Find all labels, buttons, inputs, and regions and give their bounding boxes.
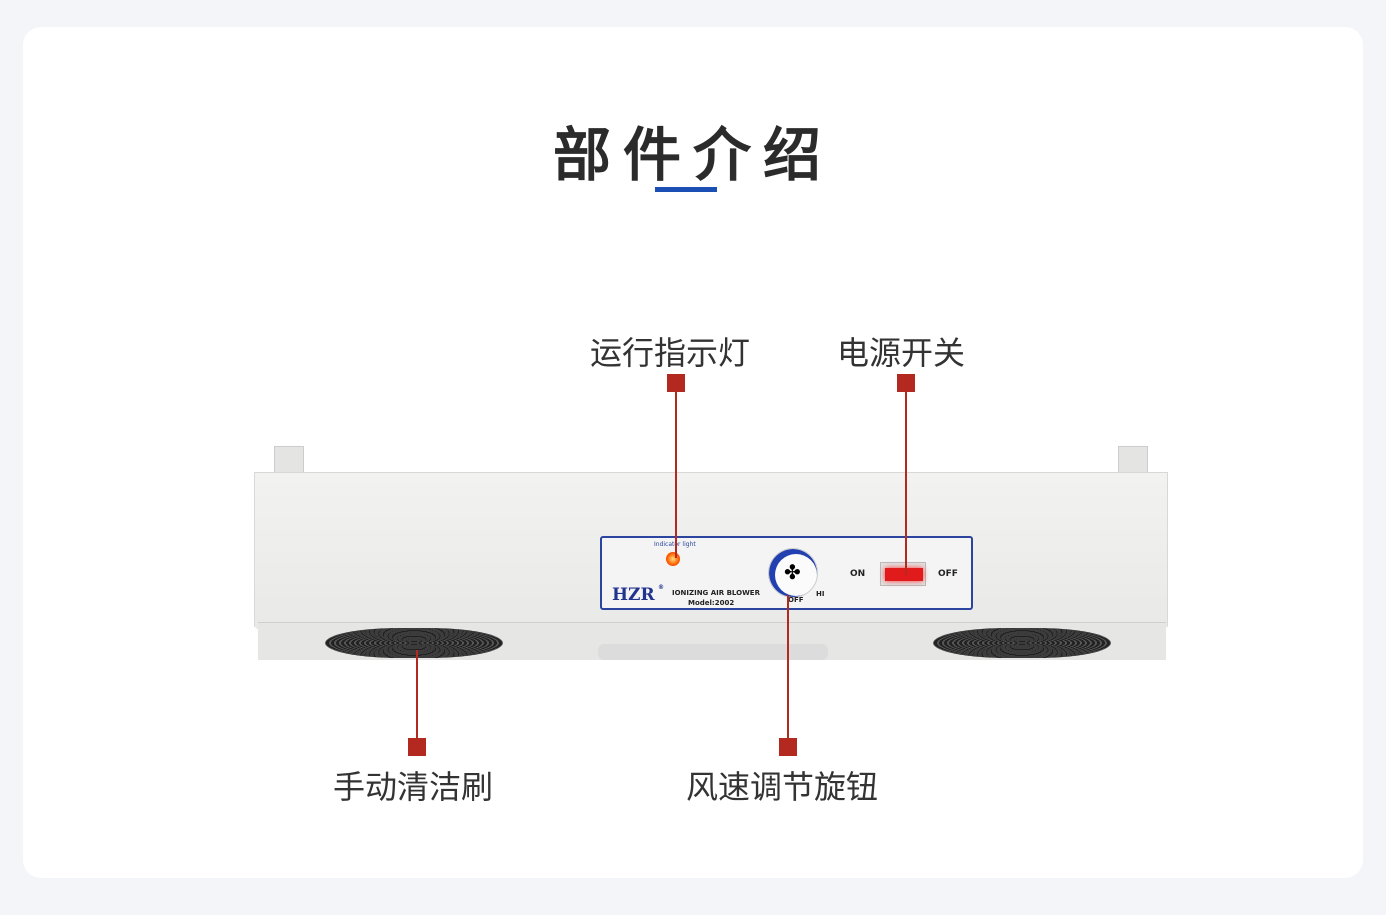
model-text: Model:2002: [688, 599, 735, 607]
air-slot: [598, 644, 828, 660]
knob-hi-label: HI: [816, 590, 825, 598]
brand-logo: HZR: [612, 585, 655, 605]
indicator-text: Indicator light: [654, 541, 696, 548]
callout-knob-label: 风速调节旋钮: [686, 768, 879, 806]
callout-brush-line: [416, 650, 418, 740]
fan-speed-knob[interactable]: ✤: [768, 548, 818, 598]
callout-brush-label: 手动清洁刷: [333, 768, 494, 806]
callout-knob-marker: [779, 738, 797, 756]
callout-power-marker: [897, 374, 915, 392]
mount-bracket-left: [274, 446, 304, 476]
fan-left: [325, 628, 503, 658]
knob-off-label: OFF: [788, 596, 804, 604]
reg-mark: ®: [658, 584, 664, 591]
mount-bracket-right: [1118, 446, 1148, 476]
callout-brush-marker: [408, 738, 426, 756]
indicator-led: [666, 552, 680, 566]
callout-indicator-line: [675, 390, 677, 558]
title-underline: [655, 187, 717, 192]
callout-indicator-label: 运行指示灯: [590, 334, 751, 372]
power-switch[interactable]: [880, 562, 926, 586]
fan-right: [933, 628, 1111, 658]
on-label: ON: [850, 569, 866, 579]
page-title: 部件介绍: [552, 121, 833, 189]
off-label: OFF: [938, 569, 958, 579]
callout-power-line: [905, 390, 907, 575]
callout-indicator-marker: [667, 374, 685, 392]
product-name: IONIZING AIR BLOWER: [672, 589, 760, 597]
control-panel: Indicator light HZR ® IONIZING AIR BLOWE…: [600, 536, 973, 610]
callout-power-label: 电源开关: [837, 334, 966, 372]
fan-icon: ✤: [784, 560, 801, 584]
callout-knob-line: [787, 595, 789, 740]
